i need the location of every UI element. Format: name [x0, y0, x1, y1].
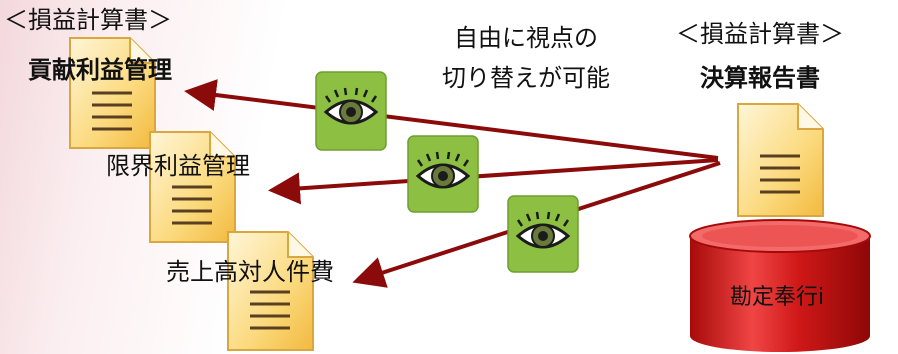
view-label-sales-labor: 売上高対人件費 [166, 258, 334, 286]
eye-icon [315, 71, 387, 151]
right-header: ＜損益計算書＞ [676, 20, 844, 48]
caption-line-1: 自由に視点の [454, 24, 598, 52]
caption-line-2: 切り替えが可能 [442, 64, 610, 92]
left-header: ＜損益計算書＞ [4, 6, 172, 34]
database-icon [689, 219, 871, 352]
document-icon [69, 37, 156, 149]
document-icon [227, 231, 314, 351]
document-icon [149, 131, 236, 243]
arrow-to-view-2 [268, 158, 719, 205]
database-label: 勘定奉行i [730, 285, 825, 310]
eye-icon [407, 135, 479, 213]
source-document-icon [737, 103, 824, 217]
view-label-marginal: 限界利益管理 [106, 152, 250, 180]
arrow-to-view-1 [184, 79, 719, 160]
view-label-contribution: 貢献利益管理 [28, 56, 172, 84]
source-document-label: 決算報告書 [700, 64, 820, 92]
eye-icon [507, 195, 579, 273]
